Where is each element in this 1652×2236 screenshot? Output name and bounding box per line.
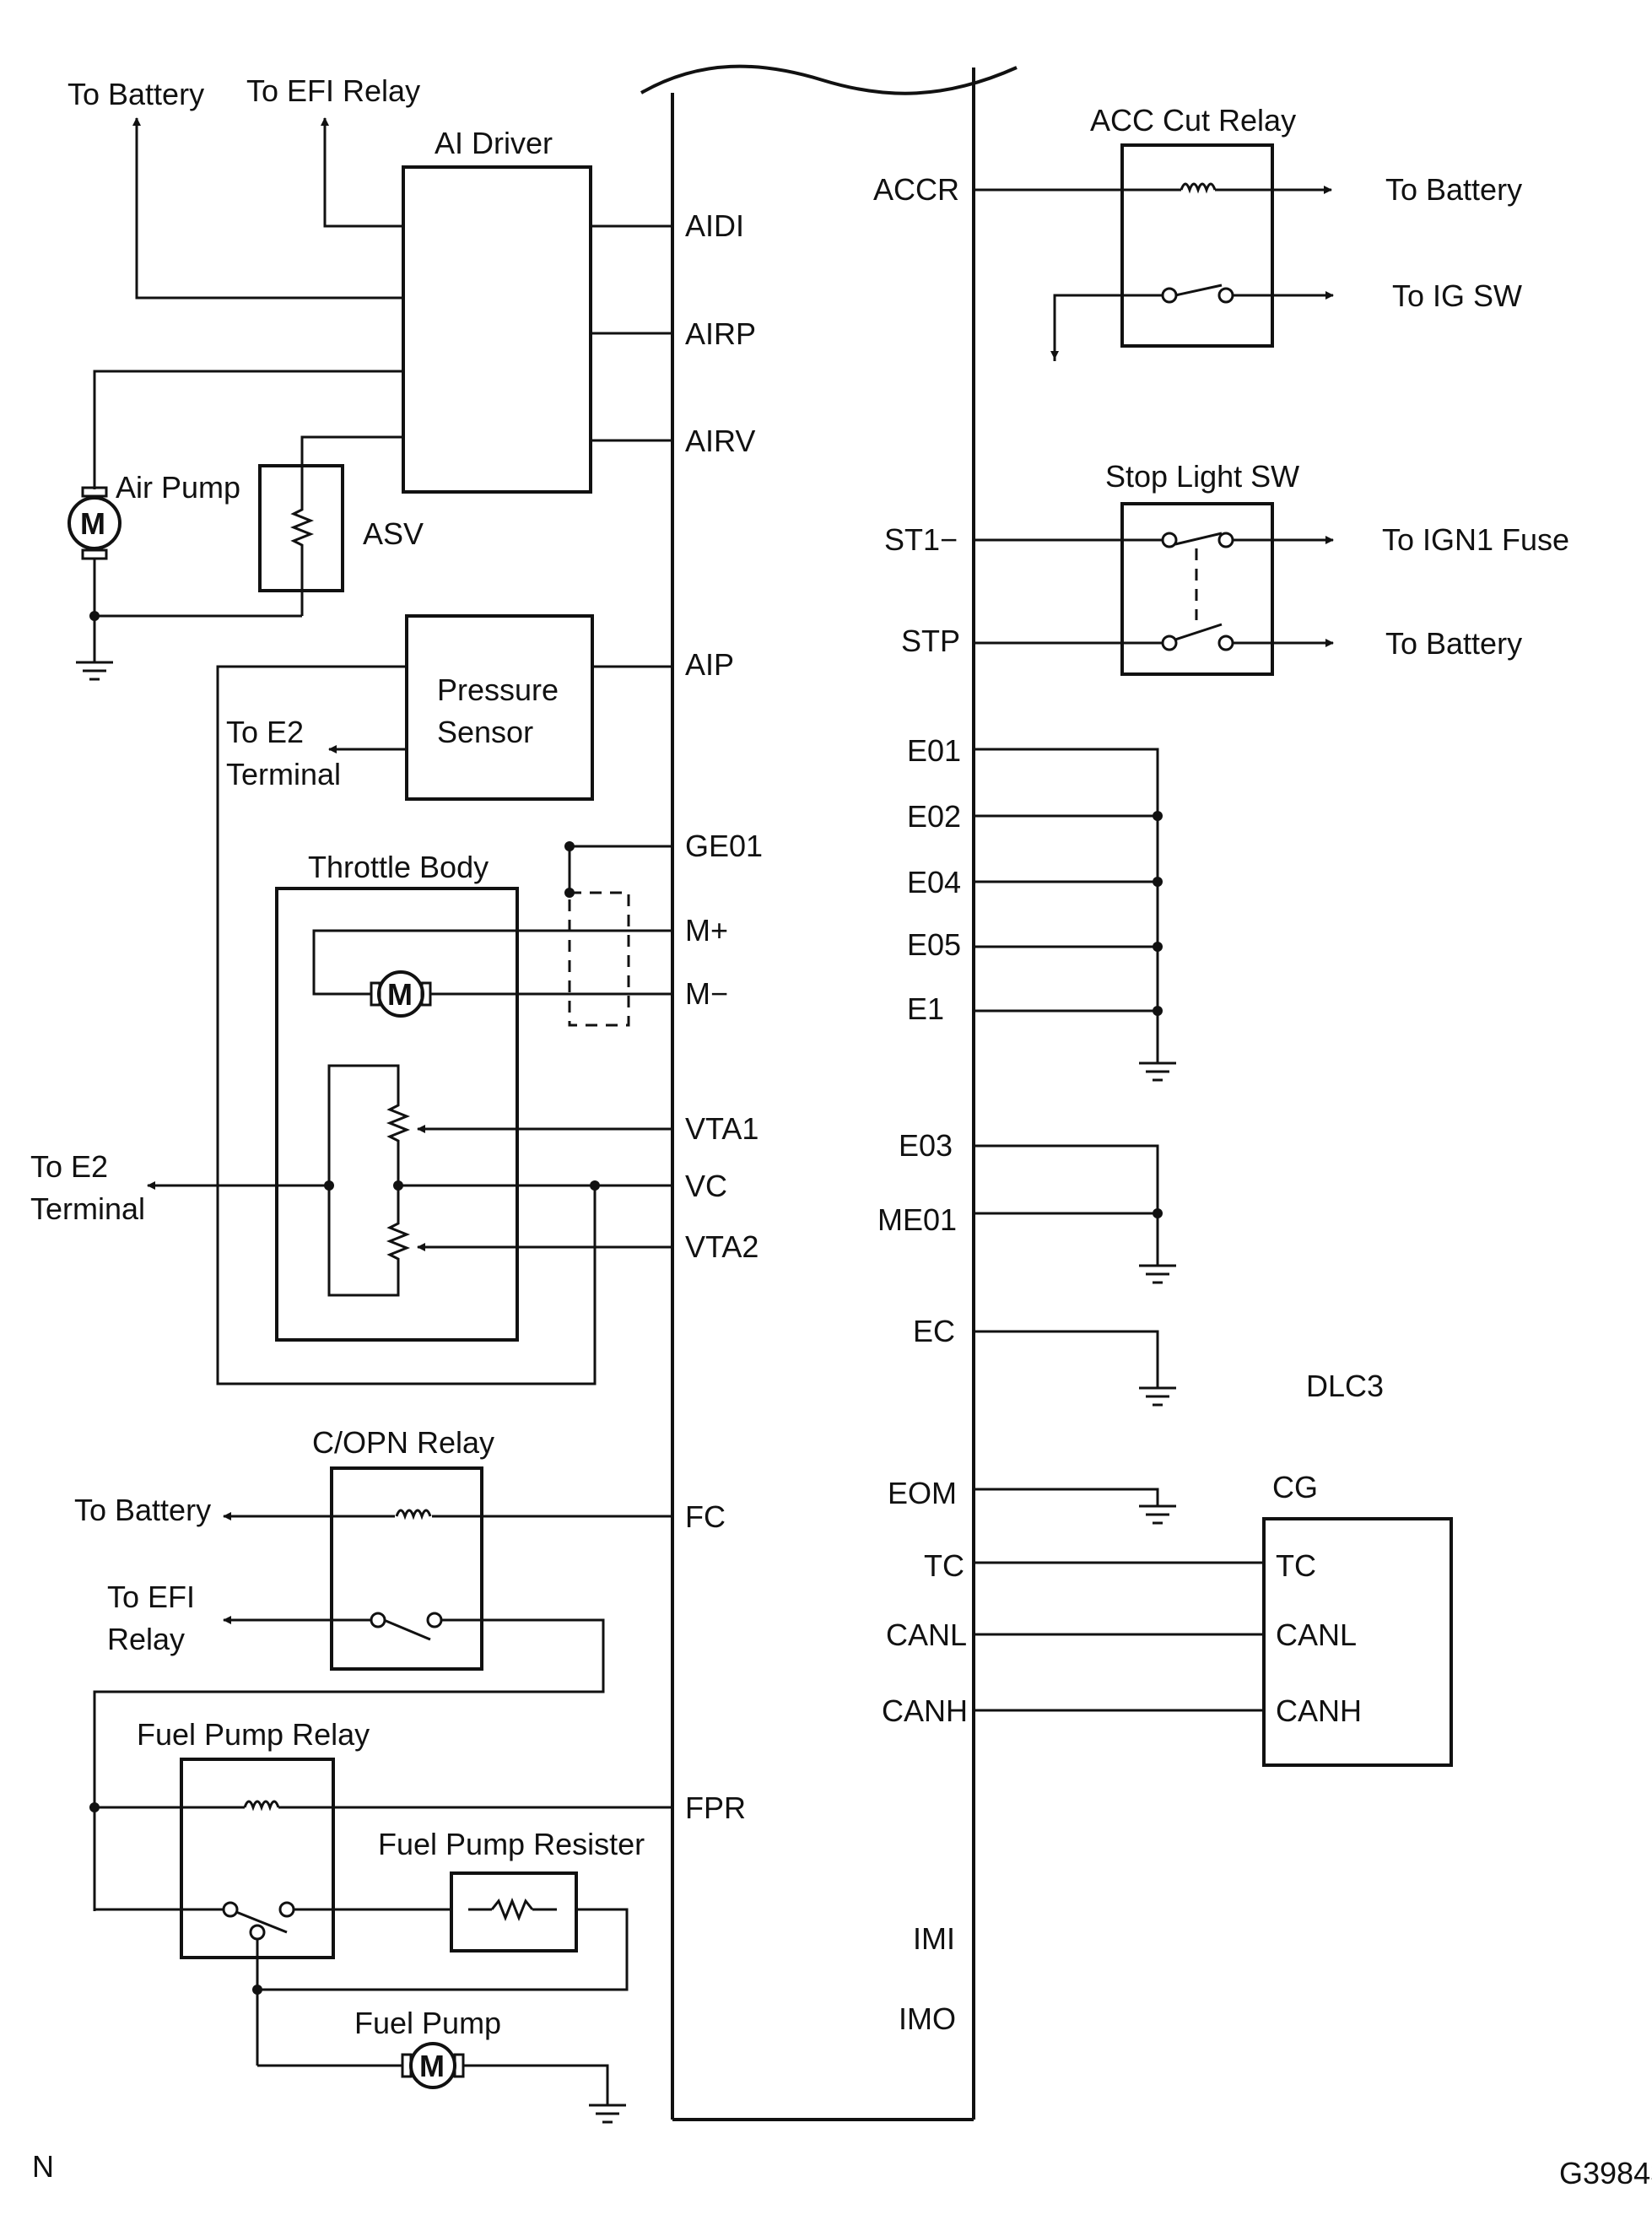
vta2-pin: VTA2 <box>685 1229 759 1264</box>
ai-driver-label: AI Driver <box>435 126 553 160</box>
airp-pin: AIRP <box>685 316 756 351</box>
throttle-body-label: Throttle Body <box>308 850 489 884</box>
fpr-pin: FPR <box>685 1790 746 1825</box>
tc-pin: TC <box>924 1548 964 1583</box>
throttle-motor-letter: M <box>387 977 413 1012</box>
figure-code: G39843 <box>1559 2156 1652 2190</box>
to-efi-label-2: Relay <box>107 1622 185 1656</box>
stop-light-sw-section: Stop Light SW ST1− To IGN1 Fuse STP To B… <box>884 459 1569 676</box>
air-pump-motor-letter: M <box>80 506 105 541</box>
acc-cut-relay-section: ACC Cut Relay ACCR To Battery To IG SW <box>873 103 1522 361</box>
pressure-sensor-label-1: Pressure <box>437 672 559 707</box>
ecu-block <box>640 64 1018 2121</box>
me01-pin: ME01 <box>877 1202 957 1237</box>
dlc-canl-label: CANL <box>1276 1618 1357 1652</box>
dlc-tc-label: TC <box>1276 1548 1316 1583</box>
ge01-pin: GE01 <box>685 829 763 863</box>
ai-driver-section: To Battery To EFI Relay AI Driver M Air … <box>67 73 756 681</box>
to-efi-relay-top-label: To EFI Relay <box>246 73 420 108</box>
to-battery-top-label: To Battery <box>67 77 204 111</box>
fc-pin: FC <box>685 1499 726 1534</box>
e1-pin: E1 <box>907 991 944 1026</box>
imo-pin: IMO <box>899 2001 956 2036</box>
e03-pin: E03 <box>899 1128 953 1163</box>
to-battery-fc-label: To Battery <box>74 1493 211 1527</box>
to-battery-acc-label: To Battery <box>1385 172 1522 207</box>
aidi-pin: AIDI <box>685 208 744 243</box>
copn-relay-box <box>330 1466 483 1671</box>
acc-cut-relay-label: ACC Cut Relay <box>1090 103 1296 138</box>
copn-relay-label: C/OPN Relay <box>312 1425 494 1460</box>
e02-pin: E02 <box>907 799 961 834</box>
airv-pin: AIRV <box>685 424 755 458</box>
acc-cut-relay-box <box>1120 143 1274 348</box>
to-e2-terminal-1-label-1: To E2 <box>226 715 304 749</box>
aip-pin: AIP <box>685 647 734 682</box>
pressure-sensor-label-2: Sensor <box>437 715 533 749</box>
dlc-canh-label: CANH <box>1276 1693 1362 1728</box>
air-pump-label: Air Pump <box>116 470 240 505</box>
dlc3-section: DLC3 CG TC CANL CANH TC CANL CANH <box>882 1369 1453 1767</box>
stop-light-sw-label: Stop Light SW <box>1105 459 1299 494</box>
cg-label: CG <box>1272 1470 1318 1504</box>
fuel-pump-resister-label: Fuel Pump Resister <box>378 1827 645 1861</box>
fuel-pump-motor-letter: M <box>419 2049 445 2083</box>
to-ig-sw-label: To IG SW <box>1392 278 1522 313</box>
fuel-pump-relay-label: Fuel Pump Relay <box>137 1717 370 1752</box>
imi-pin: IMI <box>913 1921 955 1956</box>
fuel-pump-relay-section: Fuel Pump Relay FPR Fuel Pump Resister F… <box>89 1717 746 2124</box>
st1-pin: ST1− <box>884 522 958 557</box>
canh-pin: CANH <box>882 1693 968 1728</box>
asv-label: ASV <box>363 516 424 551</box>
eom-pin: EOM <box>888 1476 957 1510</box>
canl-pin: CANL <box>886 1618 967 1652</box>
fuel-pump-relay-box <box>180 1758 335 1959</box>
e05-pin: E05 <box>907 927 961 962</box>
dlc3-box <box>1262 1517 1453 1767</box>
fuel-pump-label: Fuel Pump <box>354 2006 501 2040</box>
to-efi-label-1: To EFI <box>107 1580 195 1614</box>
pressure-sensor-section: Pressure Sensor AIP To E2 Terminal <box>216 614 734 1385</box>
to-e2-terminal-2-label-1: To E2 <box>30 1149 108 1184</box>
dlc3-label: DLC3 <box>1306 1369 1384 1403</box>
stop-light-sw-box <box>1120 502 1274 676</box>
accr-pin: ACCR <box>873 172 959 207</box>
throttle-body-box <box>275 887 519 1342</box>
vta1-pin: VTA1 <box>685 1111 759 1146</box>
mminus-pin: M− <box>685 976 728 1011</box>
e04-pin: E04 <box>907 865 961 899</box>
ec-pin: EC <box>913 1314 955 1348</box>
throttle-motor-icon <box>377 970 424 1018</box>
stp-pin: STP <box>901 624 960 658</box>
ai-driver-box <box>402 165 592 494</box>
vc-pin: VC <box>685 1169 727 1203</box>
air-pump-motor-icon <box>67 496 121 550</box>
to-ign1-fuse-label: To IGN1 Fuse <box>1382 522 1569 557</box>
to-battery-stp-label: To Battery <box>1385 626 1522 661</box>
throttle-body-section: Throttle Body GE01 M M+ M− To E2 Termina… <box>30 829 763 1342</box>
ground-section: E01 E02 E04 E05 E1 E03 ME01 EC EOM <box>877 733 1176 1525</box>
footer-left-mark: N <box>32 2149 54 2184</box>
fuel-pump-resister-box <box>450 1871 578 1952</box>
e01-pin: E01 <box>907 733 961 768</box>
to-e2-terminal-1-label-2: Terminal <box>226 757 341 791</box>
shield-dashed <box>568 891 630 1027</box>
to-e2-terminal-2-label-2: Terminal <box>30 1191 145 1226</box>
copn-relay-section: C/OPN Relay FC To Battery To EFI Relay <box>74 1425 726 1806</box>
pressure-sensor-box <box>405 614 594 801</box>
mplus-pin: M+ <box>685 913 728 948</box>
